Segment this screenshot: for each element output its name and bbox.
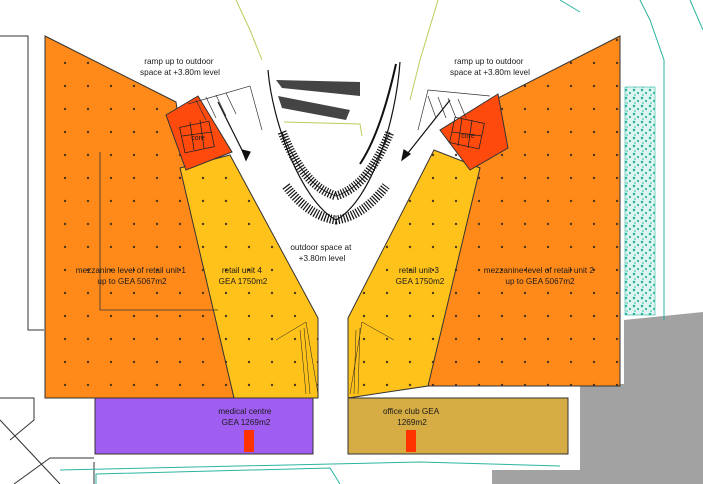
mezzanine-unit-2-label: mezzanine level of retail unit 2 up to G… bbox=[484, 266, 596, 286]
outdoor-grass-edge bbox=[283, 121, 363, 137]
office-club bbox=[347, 397, 569, 455]
core-left bbox=[165, 95, 233, 171]
office-club-label: office club GEA 1269m2 bbox=[383, 407, 441, 427]
mezzanine-outline bbox=[99, 152, 218, 311]
landscape-strip bbox=[624, 86, 656, 316]
street-glazing bbox=[275, 321, 395, 395]
medical-entrance bbox=[244, 430, 254, 452]
ramp-right-label: ramp up to outdoor space at +3.80m level bbox=[450, 57, 530, 77]
ramp-left-label: ramp up to outdoor space at +3.80m level bbox=[140, 57, 220, 77]
office-entrance bbox=[406, 430, 416, 452]
retail-unit-4-label: retail unit 4 GEA 1750m2 bbox=[219, 266, 268, 286]
core-left-label: core bbox=[191, 135, 205, 142]
ramp-left bbox=[187, 85, 263, 131]
mezzanine-unit-1-label: mezzanine level of retail unit 1 up to G… bbox=[76, 266, 188, 286]
core-right-label: core bbox=[461, 133, 475, 140]
medical-centre bbox=[94, 397, 314, 455]
ramp-arrows bbox=[217, 99, 451, 162]
retail-unit-3-label: retail unit 3 GEA 1750m2 bbox=[396, 266, 445, 286]
site-context-lines bbox=[0, 35, 95, 484]
core-left-stair bbox=[179, 119, 215, 154]
landscape-lines bbox=[59, 0, 703, 484]
outdoor-stairs bbox=[267, 61, 401, 225]
site-boundary bbox=[235, 0, 439, 101]
column-grid-left bbox=[45, 36, 318, 398]
medical-centre-label: medical centre GEA 1269m2 bbox=[218, 407, 274, 427]
neighbouring-building bbox=[492, 312, 703, 484]
core-right-stair bbox=[449, 116, 485, 150]
column-grid-right bbox=[348, 36, 620, 398]
outdoor-space-label: outdoor space at +3.80m level bbox=[290, 243, 353, 263]
